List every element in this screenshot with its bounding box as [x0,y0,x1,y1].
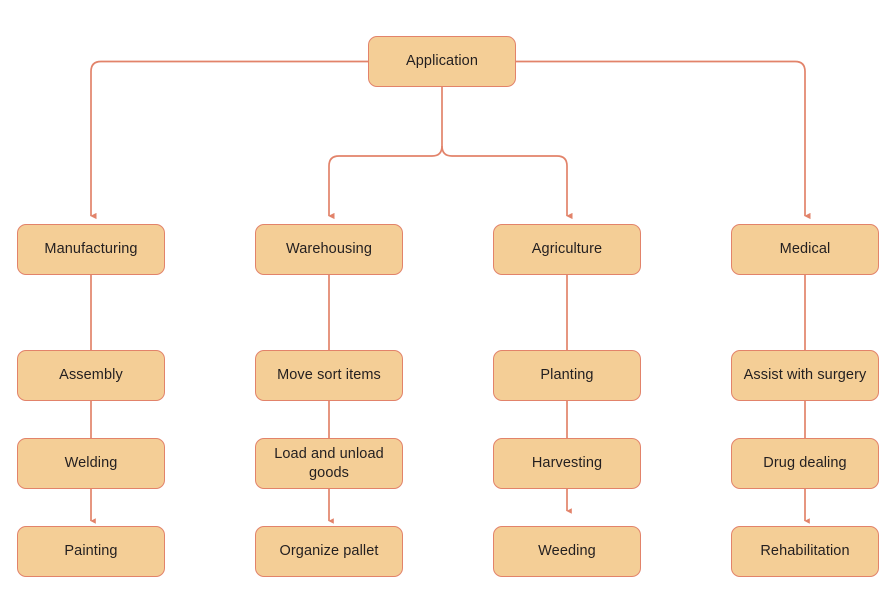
node-load-and-unload-goods[interactable]: Load and unload goods [255,438,403,489]
node-organize-pallet[interactable]: Organize pallet [255,526,403,577]
edge-application-to-manufacturing [90,60,368,220]
node-label-move-sort-items: Move sort items [277,367,381,384]
node-label-medical: Medical [779,241,831,258]
node-medical[interactable]: Medical [731,224,879,275]
node-weeding[interactable]: Weeding [493,526,641,577]
node-label-painting: Painting [64,543,118,560]
node-rehabilitation[interactable]: Rehabilitation [731,526,879,577]
node-label-organize-pallet: Organize pallet [279,543,379,560]
node-move-sort-items[interactable]: Move sort items [255,350,403,401]
node-label-welding: Welding [64,455,118,472]
node-label-load-and-unload-goods: Load and unload goods [274,445,384,481]
node-label-assist-with-surgery: Assist with surgery [743,367,867,384]
node-label-drug-dealing: Drug dealing [763,455,847,472]
node-welding[interactable]: Welding [17,438,165,489]
node-label-application: Application [405,53,479,70]
node-assembly[interactable]: Assembly [17,350,165,401]
edge-application-to-agriculture [441,145,573,220]
edge-application-to-medical [516,60,811,220]
node-label-rehabilitation: Rehabilitation [760,543,850,560]
node-harvesting[interactable]: Harvesting [493,438,641,489]
node-application[interactable]: Application [368,36,516,87]
node-label-assembly: Assembly [59,367,123,384]
node-manufacturing[interactable]: Manufacturing [17,224,165,275]
node-warehousing[interactable]: Warehousing [255,224,403,275]
edge-application-to-warehousing [328,145,443,220]
node-label-warehousing: Warehousing [286,241,372,258]
node-planting[interactable]: Planting [493,350,641,401]
node-painting[interactable]: Painting [17,526,165,577]
node-label-agriculture: Agriculture [531,241,603,258]
node-assist-with-surgery[interactable]: Assist with surgery [731,350,879,401]
node-label-weeding: Weeding [538,543,596,560]
node-drug-dealing[interactable]: Drug dealing [731,438,879,489]
node-label-harvesting: Harvesting [531,455,603,472]
node-agriculture[interactable]: Agriculture [493,224,641,275]
node-label-planting: Planting [540,367,594,384]
node-label-manufacturing: Manufacturing [44,241,138,258]
